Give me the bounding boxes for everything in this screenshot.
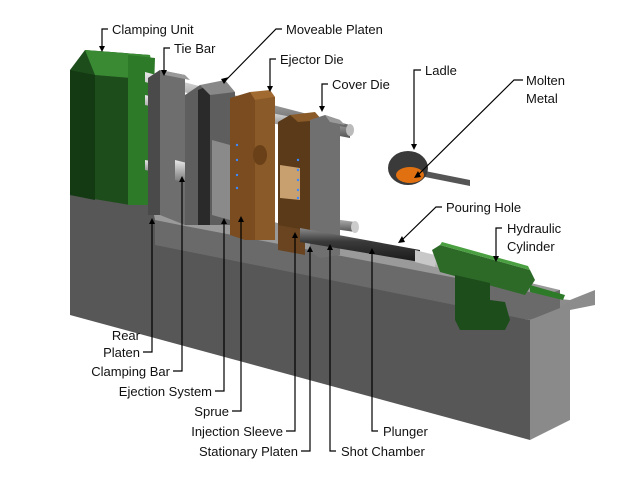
ladle	[388, 151, 470, 186]
label-pouring-hole: Pouring Hole	[446, 200, 521, 215]
label-cover-die: Cover Die	[332, 77, 390, 92]
label-ejector-die: Ejector Die	[280, 52, 344, 67]
label-shot-chamber: Shot Chamber	[341, 444, 425, 459]
stationary-platen	[310, 115, 345, 258]
label-tie-bar: Tie Bar	[174, 41, 216, 56]
label-clamping-unit: Clamping Unit	[112, 22, 194, 37]
label-plunger: Plunger	[383, 424, 428, 439]
label-clamping-bar: Clamping Bar	[91, 364, 170, 379]
rear-platen	[148, 70, 190, 225]
label-hydraulic-cylinder-line2: Cylinder	[507, 239, 555, 254]
label-sprue: Sprue	[194, 404, 229, 419]
labels: Clamping Unit Tie Bar Moveable Platen Ej…	[91, 22, 565, 459]
moveable-platen	[185, 80, 235, 225]
label-stationary-platen: Stationary Platen	[199, 444, 298, 459]
leader-lines	[99, 28, 523, 452]
label-moveable-platen: Moveable Platen	[286, 22, 383, 37]
label-hydraulic-cylinder-line1: Hydraulic	[507, 221, 562, 236]
label-molten-metal-line1: Molten	[526, 73, 565, 88]
clamping-unit	[70, 50, 155, 205]
label-rear-platen-line1: Rear	[112, 328, 141, 343]
label-injection-sleeve: Injection Sleeve	[191, 424, 283, 439]
label-ladle: Ladle	[425, 63, 457, 78]
ejector-die	[230, 90, 275, 240]
label-rear-platen-line2: Platen	[103, 345, 140, 360]
molten-metal	[396, 167, 424, 183]
hydraulic-cylinder	[432, 242, 565, 330]
label-ejection-system: Ejection System	[119, 384, 212, 399]
sprue	[278, 225, 305, 255]
label-molten-metal-line2: Metal	[526, 91, 558, 106]
